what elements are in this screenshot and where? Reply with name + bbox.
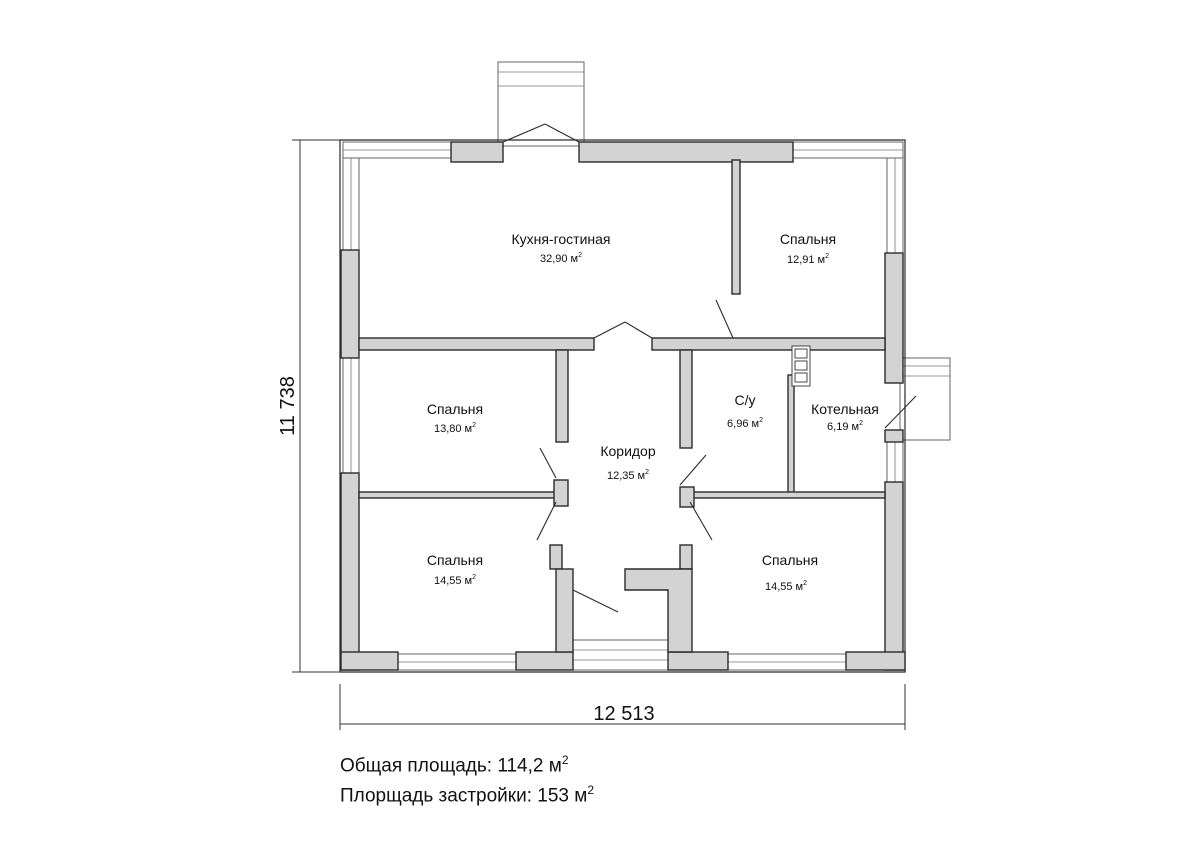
room-area-bed-se: 14,55 м [765,581,803,593]
room-name-bed-ne: Спальня [780,231,836,247]
svg-text:12,35 м2: 12,35 м2 [607,469,649,482]
room-name-corridor: Коридор [600,443,656,459]
room-name-bed-se: Спальня [762,552,818,568]
room-name-wc: С/у [735,392,756,408]
side-porch [899,357,951,441]
svg-text:14,55 м2: 14,55 м2 [434,574,476,587]
svg-text:12,91 м2: 12,91 м2 [787,253,829,266]
room-area-living: 32,90 м [540,253,578,265]
boiler-equipment [791,345,811,387]
front-porch [497,61,585,147]
room-area-boiler: 6,19 м [827,421,859,433]
room-area-bed-w: 13,80 м [434,423,472,435]
rear-porch [572,639,669,671]
dimension-height-label: 11 738 [277,376,299,436]
svg-text:32,90 м2: 32,90 м2 [540,252,582,265]
total-area-line: Общая площадь: 114,2 м2 [340,753,569,777]
room-name-bed-sw: Спальня [427,552,483,568]
exterior-outline [339,139,906,673]
doors [502,123,917,613]
room-name-living: Кухня-гостиная [511,231,610,247]
built-area-text: Плорщадь застройки: 153 м [340,785,588,807]
dimension-width-label: 12 513 [593,703,654,725]
room-area-bed-ne: 12,91 м [787,254,825,266]
room-name-bed-w: Спальня [427,401,483,417]
svg-text:6,19 м2: 6,19 м2 [827,420,863,433]
room-area-bed-sw: 14,55 м [434,575,472,587]
room-area-corridor: 12,35 м [607,470,645,482]
svg-text:6,96 м2: 6,96 м2 [727,417,763,430]
total-area-text: Общая площадь: 114,2 м [340,755,562,777]
room-name-boiler: Котельная [811,401,879,417]
svg-text:14,55 м2: 14,55 м2 [765,580,807,593]
walls [340,141,906,671]
dimension-width: 12 513 [339,684,906,730]
svg-text:13,80 м2: 13,80 м2 [434,422,476,435]
built-area-line: Плорщадь застройки: 153 м2 [340,783,594,807]
room-area-wc: 6,96 м [727,418,759,430]
windows [342,141,904,671]
room-labels: Кухня-гостиная 32,90 м2 Спальня 12,91 м2… [427,231,879,593]
dimension-height: 11 738 [277,139,340,673]
area-summary: Общая площадь: 114,2 м2 Плорщадь застрой… [340,748,594,809]
